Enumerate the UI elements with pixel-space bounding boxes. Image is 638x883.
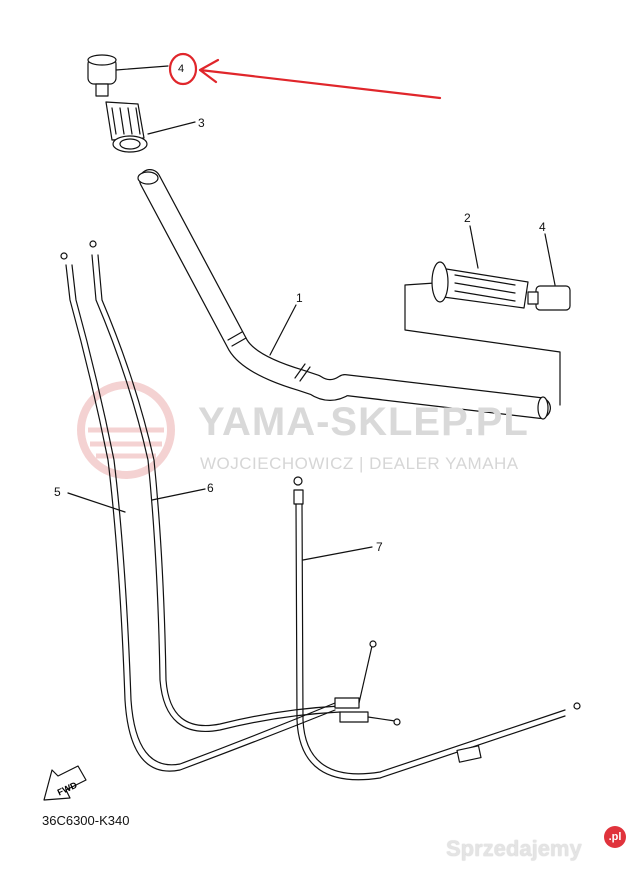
diagram-code: 36C6300-K340 — [42, 813, 130, 828]
grip-left — [105, 101, 196, 153]
callout-7: 7 — [376, 540, 383, 554]
highlight-arrow — [168, 52, 442, 100]
clutch-cable — [293, 476, 581, 781]
callout-6: 6 — [207, 481, 214, 495]
callout-4: 4 — [539, 220, 546, 234]
right-grip-assembly — [404, 225, 571, 406]
watermark-title: YAMA-SKLEP.PL — [198, 400, 529, 444]
throttle-cables — [60, 240, 401, 772]
fwd-arrow-icon — [43, 765, 87, 801]
callout-4-highlighted: 4 — [178, 63, 185, 75]
callout-5: 5 — [54, 485, 61, 499]
handlebar — [137, 169, 551, 420]
site-brand-badge: .pl — [604, 826, 626, 848]
watermark-subtitle: WOJCIECHOWICZ | DEALER YAMAHA — [200, 454, 519, 473]
callout-2: 2 — [464, 211, 471, 225]
callout-1: 1 — [296, 291, 303, 305]
callout-3: 3 — [198, 116, 205, 130]
bar-end-weight-left — [87, 54, 169, 97]
site-brand: Sprzedajemy — [446, 836, 582, 861]
